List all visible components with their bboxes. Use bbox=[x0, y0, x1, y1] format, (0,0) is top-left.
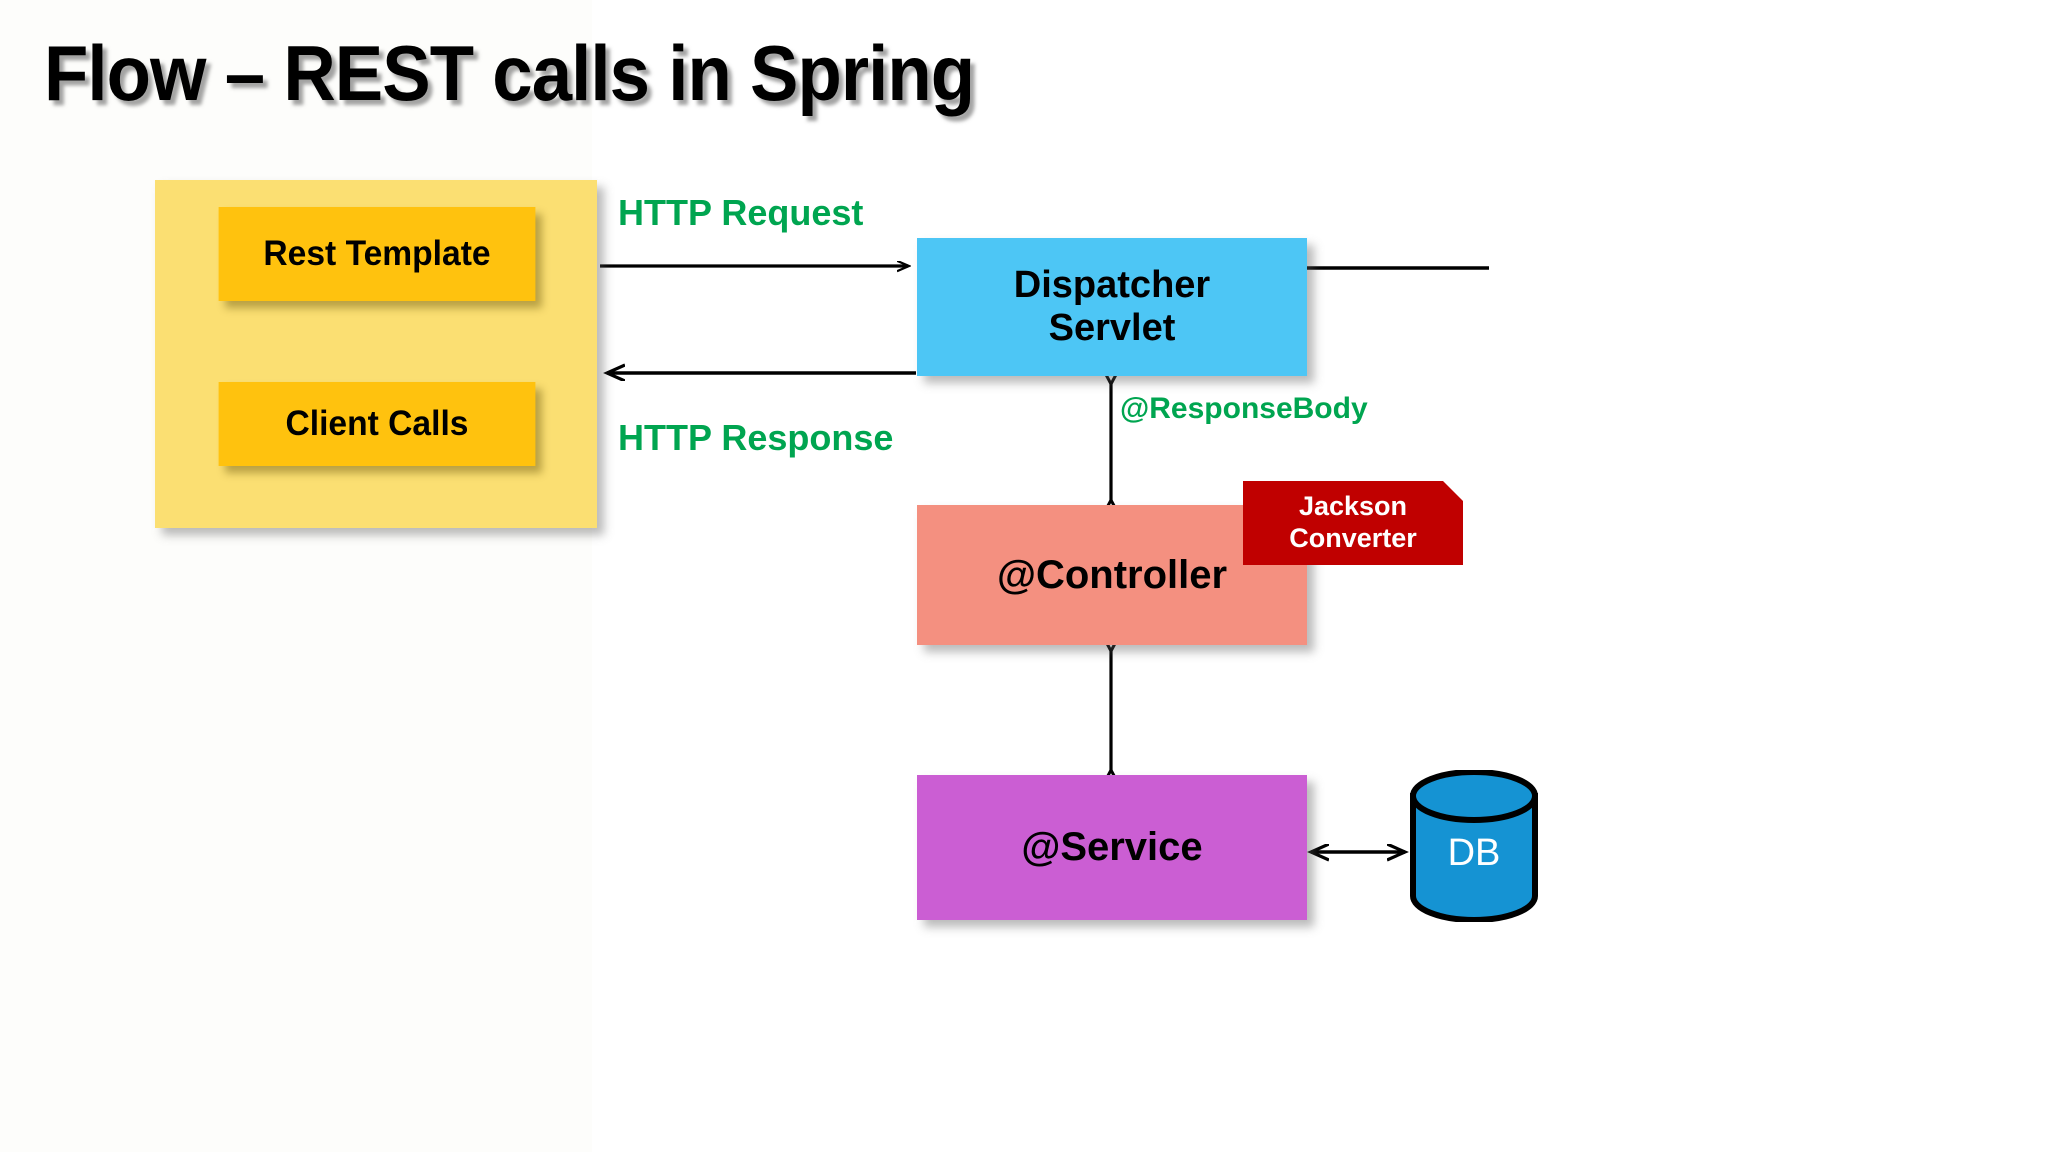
node-controller-label: @Controller bbox=[996, 552, 1228, 597]
node-database[interactable]: DB bbox=[1409, 769, 1539, 923]
node-dispatcher-servlet-line1: Dispatcher bbox=[1013, 264, 1211, 307]
edge-label-response-body: @ResponseBody bbox=[1120, 392, 1368, 425]
node-jackson-converter-line1: Jackson bbox=[1298, 491, 1408, 522]
node-service[interactable]: @Service bbox=[917, 775, 1307, 920]
node-rest-template[interactable]: Rest Template bbox=[218, 207, 536, 301]
edge-label-http-response: HTTP Response bbox=[618, 417, 894, 458]
node-jackson-converter[interactable]: Jackson Converter bbox=[1243, 481, 1463, 565]
edge-label-http-request: HTTP Request bbox=[618, 192, 864, 233]
database-cylinder-icon bbox=[1410, 769, 1538, 923]
page-title: Flow – REST calls in Spring bbox=[44, 29, 975, 117]
node-controller[interactable]: @Controller bbox=[917, 505, 1307, 645]
node-jackson-converter-line2: Converter bbox=[1289, 523, 1417, 553]
node-client-calls-label: Client Calls bbox=[285, 404, 469, 443]
node-rest-template-label: Rest Template bbox=[263, 234, 491, 273]
node-service-label: @Service bbox=[1021, 825, 1203, 870]
node-database-label: DB bbox=[1447, 831, 1501, 874]
node-dispatcher-servlet-line2: Servlet bbox=[1048, 307, 1176, 349]
node-dispatcher-servlet[interactable]: Dispatcher Servlet bbox=[917, 238, 1307, 376]
background-panel bbox=[0, 0, 592, 1152]
node-client-calls[interactable]: Client Calls bbox=[218, 382, 536, 466]
